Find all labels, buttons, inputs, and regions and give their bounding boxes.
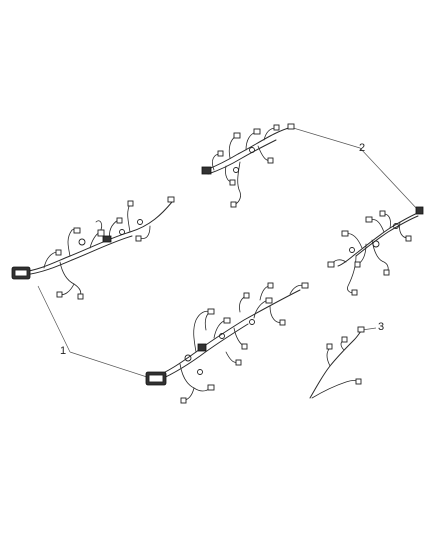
callout-3: 3 bbox=[378, 321, 385, 333]
leader-lines bbox=[37, 126, 419, 379]
leader-1-lower bbox=[69, 351, 151, 379]
harness-2-lower bbox=[327, 206, 424, 296]
callout-1: 1 bbox=[60, 345, 67, 357]
leader-1-upper bbox=[37, 285, 71, 353]
harness-2-upper bbox=[201, 123, 295, 208]
harness-1-upper bbox=[11, 196, 175, 300]
leader-2-upper bbox=[289, 126, 361, 149]
callout-2: 2 bbox=[359, 142, 366, 154]
leader-2-lower bbox=[359, 147, 419, 211]
harness-3 bbox=[309, 326, 365, 399]
harness-1-lower bbox=[145, 282, 309, 404]
